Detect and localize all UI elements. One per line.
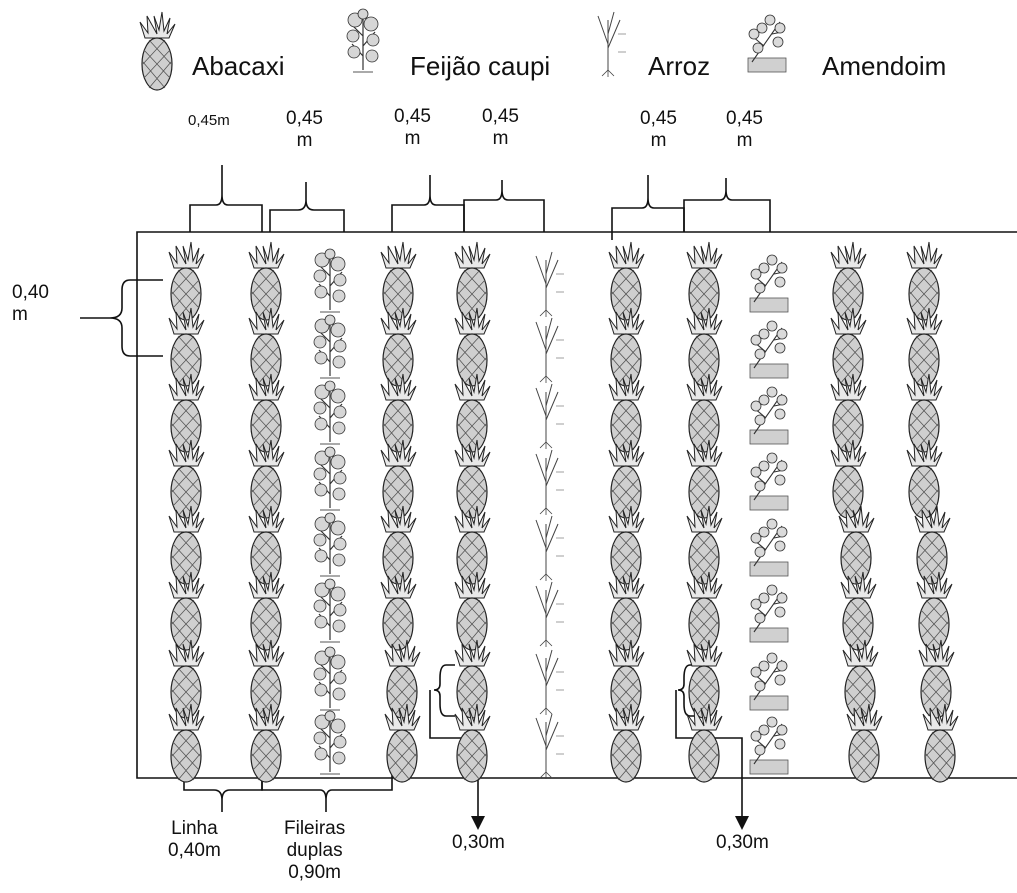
row-spacing-label: 0,40 m: [12, 282, 49, 325]
pineapple-icon: [454, 639, 491, 719]
spacing-label-3: 0,45 m: [394, 106, 431, 149]
pineapple-icon: [918, 639, 955, 719]
gap-label-2: 0,30m: [716, 832, 769, 853]
rice-icon: [535, 649, 565, 716]
spacing-label-5: 0,45 m: [640, 108, 677, 151]
plant-grid: [168, 241, 959, 783]
peanut-icon: [749, 584, 789, 643]
legend-rice-icon: [597, 11, 627, 78]
pineapple-icon: [168, 241, 205, 321]
fileiras-label: Fileiras duplas 0,90m: [284, 818, 346, 883]
arrow-head-2: [735, 816, 749, 830]
arrow-head-1: [471, 816, 485, 830]
peanut-icon: [749, 716, 789, 775]
spacing-label-4: 0,45 m: [482, 106, 519, 149]
rice-icon: [535, 515, 565, 582]
spacing-label-6: 0,45 m: [726, 108, 763, 151]
legend-feijao: Feijão caupi: [410, 51, 551, 81]
cowpea-icon: [313, 646, 347, 711]
rice-icon: [535, 317, 565, 384]
peanut-icon: [749, 518, 789, 577]
cowpea-icon: [313, 248, 347, 313]
pineapple-icon: [686, 241, 723, 321]
pineapple-icon: [830, 241, 867, 321]
bottom-braces: [183, 664, 696, 812]
spacing-label-2: 0,45 m: [286, 108, 323, 151]
legend-peanut-icon: [747, 14, 787, 73]
pineapple-icon: [384, 639, 421, 719]
pineapple-icon: [248, 241, 285, 321]
peanut-icon: [749, 652, 789, 711]
rice-icon: [535, 383, 565, 450]
cowpea-icon: [313, 314, 347, 379]
pineapple-icon: [248, 639, 285, 719]
rice-icon: [535, 581, 565, 648]
pineapple-icon: [608, 241, 645, 321]
peanut-icon: [749, 320, 789, 379]
peanut-icon: [749, 452, 789, 511]
pineapple-icon: [168, 639, 205, 719]
cowpea-icon: [313, 710, 347, 775]
spacing-label-1: 0,45m: [188, 112, 230, 129]
peanut-icon: [749, 254, 789, 313]
pineapple-icon: [842, 639, 879, 719]
pineapple-icon: [608, 639, 645, 719]
legend-pineapple-icon: [139, 11, 176, 91]
gap-label-1: 0,30m: [452, 832, 505, 853]
linha-label: Linha 0,40m: [168, 818, 221, 861]
rice-icon: [535, 251, 565, 318]
rice-icon: [535, 449, 565, 516]
rice-icon: [535, 713, 565, 780]
pineapple-icon: [380, 241, 417, 321]
top-braces: [189, 165, 771, 240]
legend-cowpea-icon: [346, 8, 380, 73]
legend-abacaxi: Abacaxi: [192, 51, 285, 81]
cowpea-icon: [313, 446, 347, 511]
pineapple-icon: [686, 639, 723, 719]
cowpea-icon: [313, 380, 347, 445]
cowpea-icon: [313, 512, 347, 577]
legend-amendoim: Amendoim: [822, 51, 947, 81]
peanut-icon: [749, 386, 789, 445]
field-outline: [136, 231, 1017, 779]
legend-arroz: Arroz: [648, 51, 711, 81]
pineapple-icon: [454, 241, 491, 321]
row-spacing-brace: [80, 279, 163, 357]
pineapple-icon: [906, 241, 943, 321]
cowpea-icon: [313, 578, 347, 643]
